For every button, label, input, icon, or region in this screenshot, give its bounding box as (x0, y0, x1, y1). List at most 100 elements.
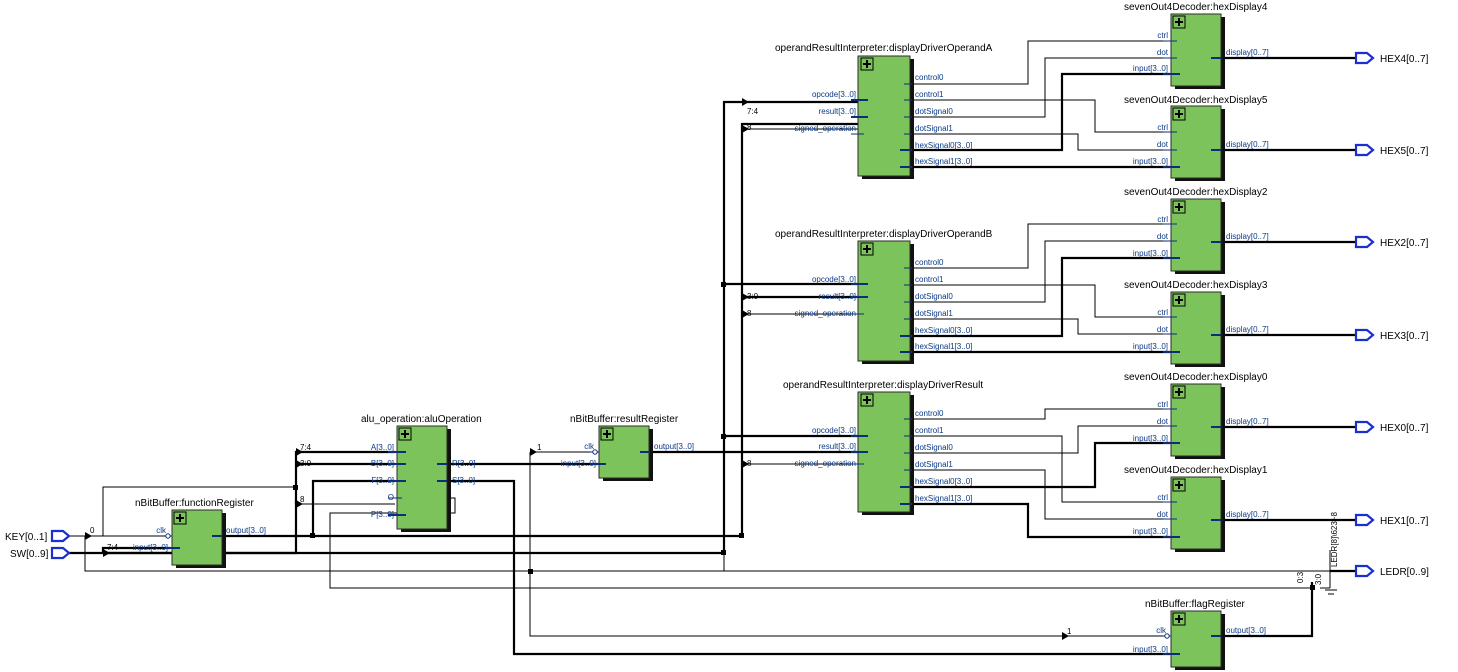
hex3-port-label: HEX3[0..7] (1380, 331, 1429, 342)
pin-dot: dot (1157, 510, 1169, 519)
key-bit-label: 0 (90, 526, 95, 535)
block-alu-operation[interactable]: alu_operation:aluOperation A[3..0] B[3..… (361, 414, 482, 532)
block-title: nBitBuffer:functionRegister (135, 498, 254, 509)
pin-dotsignal1: dotSignal1 (915, 309, 953, 318)
block-title: operandResultInterpreter:displayDriverOp… (775, 229, 993, 240)
pin-input: input[3..0] (1133, 434, 1168, 443)
block-display-driver-operand-a[interactable]: operandResultInterpreter:displayDriverOp… (775, 43, 993, 179)
input-port-key[interactable]: KEY[0..1] (5, 529, 71, 543)
pin-dotsignal0: dotSignal0 (915, 292, 953, 301)
block-hex-display-3[interactable]: sevenOut4Decoder:hexDisplay3 ctrl dot in… (1124, 280, 1269, 367)
driverb-result-bits-label: 3:0 (747, 292, 759, 301)
driverr-signed-bit-label: 8 (747, 459, 752, 468)
hex5-port-label: HEX5[0..7] (1380, 146, 1429, 157)
block-title: sevenOut4Decoder:hexDisplay2 (1124, 187, 1268, 198)
sw-port-label: SW[0..9] (10, 549, 49, 560)
ledr-low-a-label: 0:3 (1296, 571, 1305, 583)
ledr-low-b-label: 3:0 (1314, 573, 1323, 585)
block-title: alu_operation:aluOperation (361, 414, 482, 425)
hex0-port-label: HEX0[0..7] (1380, 423, 1429, 434)
key-port-label: KEY[0..1] (5, 532, 47, 543)
pin-display: display[0..7] (1226, 232, 1269, 241)
pin-clk: clk (156, 526, 167, 535)
pin-control1: control1 (915, 426, 944, 435)
output-port-hex4[interactable]: HEX4[0..7] (1354, 51, 1429, 65)
pin-ctrl: ctrl (1157, 308, 1168, 317)
pin-result: result[3..0] (819, 442, 856, 451)
pin-hexsignal0: hexSignal0[3..0] (915, 326, 972, 335)
pin-dot: dot (1157, 232, 1169, 241)
pin-clk: clk (1156, 626, 1167, 635)
pin-a: A[3..0] (371, 443, 394, 452)
input-port-sw[interactable]: SW[0..9] (10, 546, 71, 560)
output-port-hex0[interactable]: HEX0[0..7] (1354, 420, 1429, 434)
pin-dot: dot (1157, 325, 1169, 334)
pin-signed-operation: signed_operation (795, 309, 856, 318)
block-hex-display-0[interactable]: sevenOut4Decoder:hexDisplay0 ctrl dot in… (1124, 372, 1269, 459)
pin-control1: control1 (915, 90, 944, 99)
pin-hexsignal0: hexSignal0[3..0] (915, 141, 972, 150)
pin-dotsignal0: dotSignal0 (915, 107, 953, 116)
block-title: sevenOut4Decoder:hexDisplay1 (1124, 465, 1268, 476)
block-title: nBitBuffer:flagRegister (1145, 599, 1246, 610)
pin-opcode: opcode[3..0] (812, 426, 856, 435)
pin-control0: control0 (915, 258, 944, 267)
hex4-port-label: HEX4[0..7] (1380, 54, 1429, 65)
pin-display: display[0..7] (1226, 417, 1269, 426)
pin-input: input[3..0] (1133, 249, 1168, 258)
pin-output: output[3..0] (654, 442, 694, 451)
pin-signed-operation: signed_operation (795, 459, 856, 468)
hex1-port-label: HEX1[0..7] (1380, 516, 1429, 527)
output-port-hex2[interactable]: HEX2[0..7] (1354, 235, 1429, 249)
block-flag-register[interactable]: nBitBuffer:flagRegister clk input[3..0] … (1133, 599, 1266, 670)
pin-b: B[3..0] (371, 459, 394, 468)
block-function-register[interactable]: nBitBuffer:functionRegister clk input[3.… (133, 498, 266, 568)
block-title: operandResultInterpreter:displayDriverOp… (775, 43, 993, 54)
output-port-ledr[interactable]: LEDR[0..9] (1354, 564, 1429, 578)
pin-p: P[3..0] (371, 510, 394, 519)
block-result-register[interactable]: nBitBuffer:resultRegister clk input[3..0… (561, 414, 694, 481)
block-title: sevenOut4Decoder:hexDisplay5 (1124, 95, 1268, 106)
block-hex-display-4[interactable]: sevenOut4Decoder:hexDisplay4 ctrl dot in… (1124, 2, 1269, 89)
drivera-signed-bit-label: 8 (747, 123, 752, 132)
pin-ctrl: ctrl (1157, 123, 1168, 132)
block-hex-display-2[interactable]: sevenOut4Decoder:hexDisplay2 ctrl dot in… (1124, 187, 1269, 274)
block-title: sevenOut4Decoder:hexDisplay3 (1124, 280, 1268, 291)
block-hex-display-1[interactable]: sevenOut4Decoder:hexDisplay1 ctrl dot in… (1124, 465, 1269, 552)
pin-dotsignal0: dotSignal0 (915, 443, 953, 452)
pin-ctrl: ctrl (1157, 31, 1168, 40)
output-port-hex1[interactable]: HEX1[0..7] (1354, 513, 1429, 527)
block-title: sevenOut4Decoder:hexDisplay0 (1124, 372, 1268, 383)
pin-opcode: opcode[3..0] (812, 90, 856, 99)
pin-input: input[3..0] (1133, 64, 1168, 73)
pin-display: display[0..7] (1226, 325, 1269, 334)
drivera-result-bits-label: 7:4 (747, 107, 759, 116)
pin-f: F[3..0] (371, 476, 394, 485)
pin-input: input[3..0] (1133, 342, 1168, 351)
pin-signed-operation: signed_operation (795, 124, 856, 133)
pin-input: input[3..0] (1133, 527, 1168, 536)
pin-ctrl: ctrl (1157, 215, 1168, 224)
output-port-hex3[interactable]: HEX3[0..7] (1354, 328, 1429, 342)
pin-dot: dot (1157, 417, 1169, 426)
wire-markers (85, 98, 1315, 640)
pin-control0: control0 (915, 409, 944, 418)
pin-hexsignal1: hexSignal1[3..0] (915, 157, 972, 166)
block-hex-display-5[interactable]: sevenOut4Decoder:hexDisplay5 ctrl dot in… (1124, 95, 1269, 181)
pin-hexsignal1: hexSignal1[3..0] (915, 342, 972, 351)
block-title: sevenOut4Decoder:hexDisplay4 (1124, 2, 1268, 13)
block-display-driver-operand-b[interactable]: operandResultInterpreter:displayDriverOp… (775, 229, 993, 364)
output-port-hex5[interactable]: HEX5[0..7] (1354, 143, 1429, 157)
pin-input: input[3..0] (561, 459, 596, 468)
pin-output: output[3..0] (1226, 626, 1266, 635)
block-display-driver-result[interactable]: operandResultInterpreter:displayDriverRe… (783, 380, 983, 515)
pin-dotsignal1: dotSignal1 (915, 460, 953, 469)
pin-input: input[3..0] (1133, 157, 1168, 166)
sw-bits-label: 7:4 (107, 543, 119, 552)
pin-result: result[3..0] (819, 292, 856, 301)
driverb-signed-bit-label: 8 (747, 309, 752, 318)
pin-dotsignal1: dotSignal1 (915, 124, 953, 133)
block-title: operandResultInterpreter:displayDriverRe… (783, 380, 983, 391)
ledr-port-label: LEDR[0..9] (1380, 567, 1429, 578)
